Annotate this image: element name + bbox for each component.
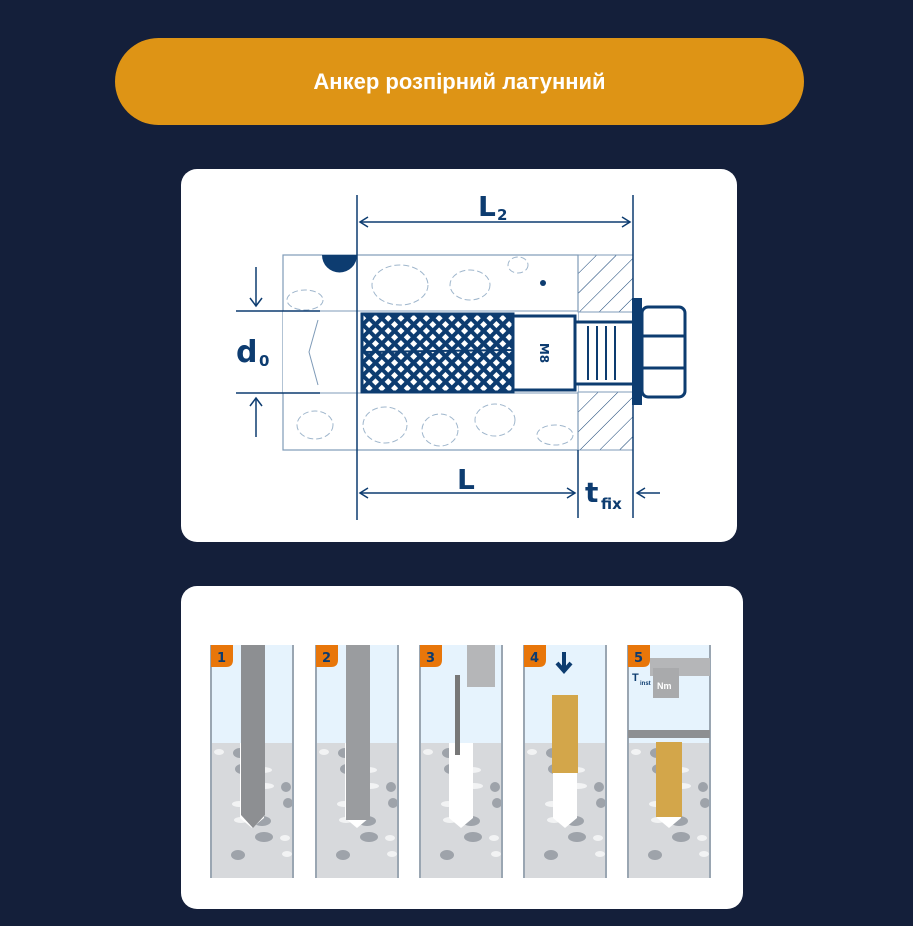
anchor-dimension-drawing: M8 L 2 d 0 L t fix: [236, 190, 687, 520]
step-number-badge: [524, 645, 546, 667]
l2-subscript: 2: [497, 206, 507, 224]
product-title-banner: Анкер розпірний латунний: [115, 38, 804, 125]
torque-subscript: inst: [640, 681, 651, 687]
anchor-sleeve: M8: [360, 312, 577, 394]
step-number-badge: [211, 645, 233, 667]
anchor-icon: [656, 742, 682, 817]
anchor-icon: [552, 695, 578, 773]
installation-step-4: 4: [523, 645, 607, 878]
bolt: [573, 298, 687, 405]
step-number-badge: [628, 645, 650, 667]
installation-step-1: 1: [210, 645, 294, 878]
cleaning-brush-icon: [346, 645, 370, 820]
step-number: 3: [426, 651, 435, 666]
fixture-plate: [577, 254, 634, 451]
torque-label: T: [632, 672, 639, 684]
d0-subscript: 0: [259, 352, 269, 370]
product-title: Анкер розпірний латунний: [313, 68, 606, 94]
step-number: 5: [634, 651, 643, 666]
dimension-diagram-card: M8 L 2 d 0 L t fix: [181, 169, 737, 542]
arrow-down-icon: [555, 652, 573, 675]
l-label: L: [457, 463, 475, 496]
dimension-lines: [249, 195, 660, 520]
step-number: 2: [322, 651, 331, 666]
tfix-label: t: [585, 476, 598, 509]
installation-step-2: 2: [315, 645, 399, 878]
thread-size-label: M8: [537, 343, 551, 363]
blow-pump-icon: [467, 645, 495, 687]
step-number: 4: [530, 651, 539, 666]
d0-label: d: [236, 335, 257, 370]
installation-step-3: 3: [419, 645, 503, 878]
wrench-nm-label: Nm: [657, 681, 672, 691]
step-number: 1: [217, 651, 226, 666]
step-number-badge: [316, 645, 338, 667]
l2-label: L: [478, 190, 496, 223]
drill-bit-icon: [241, 645, 265, 828]
step-number-badge: [420, 645, 442, 667]
tfix-subscript: fix: [601, 495, 622, 513]
